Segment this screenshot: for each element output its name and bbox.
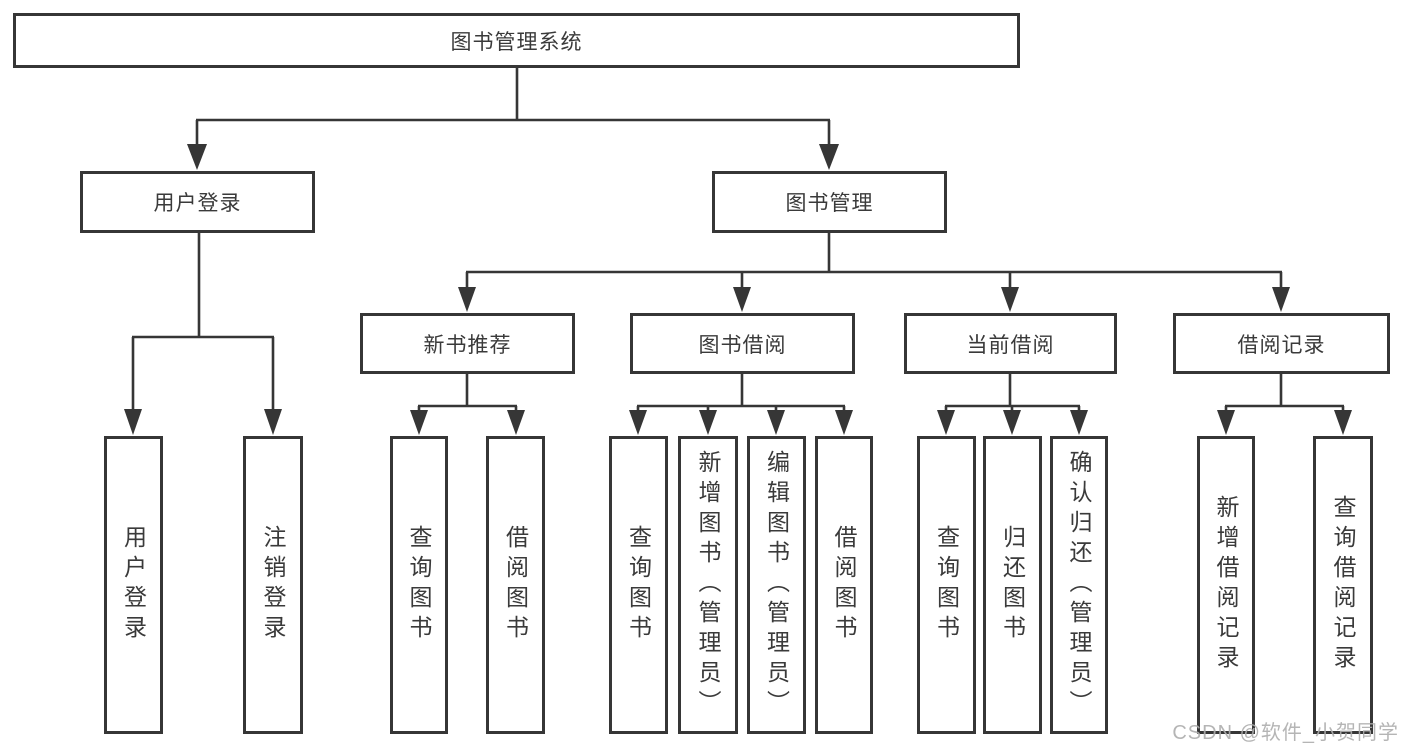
- node-book-borrow: 图书借阅: [630, 313, 855, 374]
- node-borrow-record: 借阅记录: [1173, 313, 1390, 374]
- leaf-query-borrow-record: 查询借阅记录: [1313, 436, 1373, 734]
- leaf-query-books-recommend: 查询图书: [390, 436, 448, 734]
- leaf-add-borrow-record: 新增借阅记录: [1197, 436, 1255, 734]
- leaf-query-books-borrow: 查询图书: [609, 436, 668, 734]
- node-new-book-recommend: 新书推荐: [360, 313, 575, 374]
- leaf-query-books-current: 查询图书: [917, 436, 976, 734]
- node-book-management: 图书管理: [712, 171, 947, 233]
- leaf-return-books: 归还图书: [983, 436, 1042, 734]
- leaf-borrow-books: 借阅图书: [815, 436, 873, 734]
- arrowheads: [124, 144, 1352, 435]
- leaf-edit-books-admin: 编辑图书（管理员）: [747, 436, 806, 734]
- leaf-confirm-return-admin: 确认归还（管理员）: [1050, 436, 1108, 734]
- csdn-watermark: CSDN @软件_小贺同学: [1172, 722, 1399, 744]
- leaf-logout: 注销登录: [243, 436, 303, 734]
- leaf-borrow-books-recommend: 借阅图书: [486, 436, 545, 734]
- node-current-borrow: 当前借阅: [904, 313, 1117, 374]
- leaf-add-books-admin: 新增图书（管理员）: [678, 436, 738, 734]
- node-user-login: 用户登录: [80, 171, 315, 233]
- leaf-user-login: 用户登录: [104, 436, 163, 734]
- node-root-system: 图书管理系统: [13, 13, 1020, 68]
